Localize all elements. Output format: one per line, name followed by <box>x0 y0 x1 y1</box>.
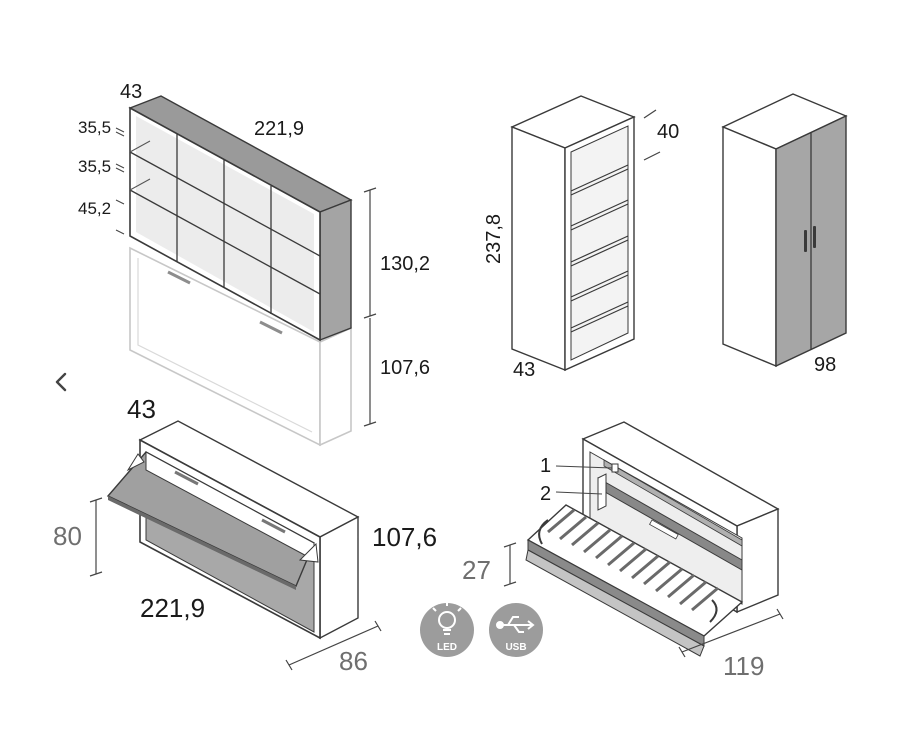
open-height-label: 80 <box>53 521 82 551</box>
row-height-label-1: 35,5 <box>78 118 111 137</box>
upper-height-label: 130,2 <box>380 253 430 275</box>
width-label: 43 <box>513 359 535 381</box>
back-button[interactable] <box>46 366 76 398</box>
row-height-label-3: 45,2 <box>78 199 111 218</box>
clearance-label: 27 <box>462 555 491 585</box>
width-label: 98 <box>814 354 836 376</box>
usb-badge: USB <box>489 603 543 657</box>
usb-icon <box>496 616 535 633</box>
open-depth-label: 119 <box>723 651 764 681</box>
open-depth-label: 86 <box>339 646 368 676</box>
lower-height-label: 107,6 <box>380 357 430 379</box>
callout-1: 1 <box>540 455 551 477</box>
width-label: 221,9 <box>254 118 304 140</box>
height-label: 237,8 <box>483 214 505 264</box>
width-label: 221,9 <box>140 593 205 623</box>
callout-2: 2 <box>540 483 551 505</box>
wardrobe: 98 <box>721 93 848 376</box>
depth-label: 40 <box>657 121 679 143</box>
depth-label: 43 <box>120 81 142 103</box>
usb-badge-label: USB <box>505 642 526 653</box>
feature-badges: LED USB <box>420 602 543 657</box>
shelf-bed-unit: 43 221,9 35,5 35,5 45,2 130,2 107,6 <box>78 81 430 447</box>
bed-detail: 1 2 27 119 <box>462 421 784 681</box>
height-label: 107,6 <box>372 522 437 552</box>
open-bed-unit: 43 80 107,6 221,9 86 <box>53 394 437 676</box>
bookcase: 237,8 40 43 <box>483 95 679 381</box>
row-height-label-2: 35,5 <box>78 157 111 176</box>
chevron-left-icon <box>55 372 67 392</box>
led-lamp-icon <box>432 602 462 635</box>
led-badge: LED <box>420 602 474 657</box>
led-badge-label: LED <box>437 642 457 653</box>
depth-label: 43 <box>127 394 156 424</box>
